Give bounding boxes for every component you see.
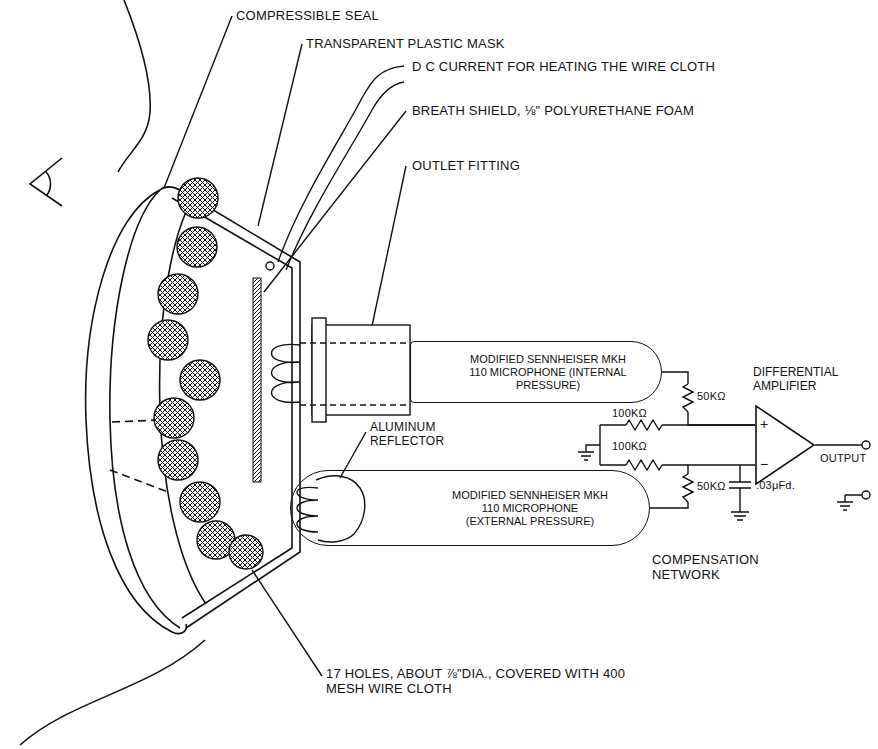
resistor-symbol <box>626 420 662 430</box>
ground-terminal <box>862 491 870 499</box>
pin-sign: + <box>760 416 768 432</box>
callout-label: BREATH SHIELD, ⅛" POLYURETHANE FOAM <box>412 103 694 118</box>
fitting-flange <box>312 318 326 422</box>
component-label: DIFFERENTIAL AMPLIFIER <box>753 365 873 393</box>
microphone-label: MODIFIED SENNHEISER MKH 110 MICROPHONE (… <box>468 353 628 392</box>
callout-label: OUTPUT <box>820 452 866 465</box>
ground-symbol <box>837 502 853 510</box>
mesh-holes <box>148 178 263 569</box>
leader-line <box>340 432 366 478</box>
callout-label: 17 HOLES, ABOUT ⅞"DIA., COVERED WITH 400… <box>326 666 626 696</box>
callout-label: 50KΩ <box>697 480 726 493</box>
callout-label: 50KΩ <box>697 390 726 403</box>
callout-label: TRANSPARENT PLASTIC MASK <box>306 36 505 51</box>
breath-shield <box>253 278 261 482</box>
chin-profile <box>20 640 205 745</box>
wire-terminal <box>266 262 274 270</box>
leader-line <box>258 44 302 226</box>
resistor-symbol <box>683 384 693 412</box>
amplifier-triangle: DIFFERENTIAL AMPLIFIER+− <box>755 405 815 485</box>
callout-label: ALUMINUM REFLECTOR <box>370 420 454 448</box>
outlet-fitting <box>312 325 410 415</box>
wire <box>586 425 755 465</box>
signal-wire <box>650 465 755 508</box>
capsule-internal <box>272 344 301 402</box>
pin-sign: − <box>760 456 768 472</box>
capacitor-symbol <box>729 482 751 488</box>
callout-label: 100KΩ <box>612 440 647 453</box>
leader-line <box>252 570 322 676</box>
microphone-body: MODIFIED SENNHEISER MKH 110 MICROPHONE (… <box>290 470 650 546</box>
microphone-label: MODIFIED SENNHEISER MKH 110 MICROPHONE (… <box>450 489 610 528</box>
resistor-symbol <box>626 460 662 470</box>
ground-symbol <box>731 512 749 520</box>
eye <box>30 158 62 206</box>
fitting-bore <box>300 343 410 405</box>
face-profile <box>118 0 150 172</box>
capsule-external <box>297 487 318 532</box>
aluminum-reflector <box>316 476 365 542</box>
microphone-body: MODIFIED SENNHEISER MKH 110 MICROPHONE (… <box>410 341 662 403</box>
ground-symbol <box>578 452 594 460</box>
callout-label: 100KΩ <box>612 407 647 420</box>
callout-label: COMPRESSIBLE SEAL <box>236 8 379 23</box>
resistor-symbol <box>683 474 693 502</box>
leader-line <box>372 166 406 326</box>
callout-label: D C CURRENT FOR HEATING THE WIRE CLOTH <box>412 59 715 74</box>
callout-label: COMPENSATION NETWORK <box>652 552 782 582</box>
signal-wire <box>662 372 755 425</box>
callout-label: OUTLET FITTING <box>412 158 520 173</box>
leader-line <box>164 16 232 188</box>
amplifier-outline <box>756 406 814 484</box>
output-terminal <box>862 441 870 449</box>
